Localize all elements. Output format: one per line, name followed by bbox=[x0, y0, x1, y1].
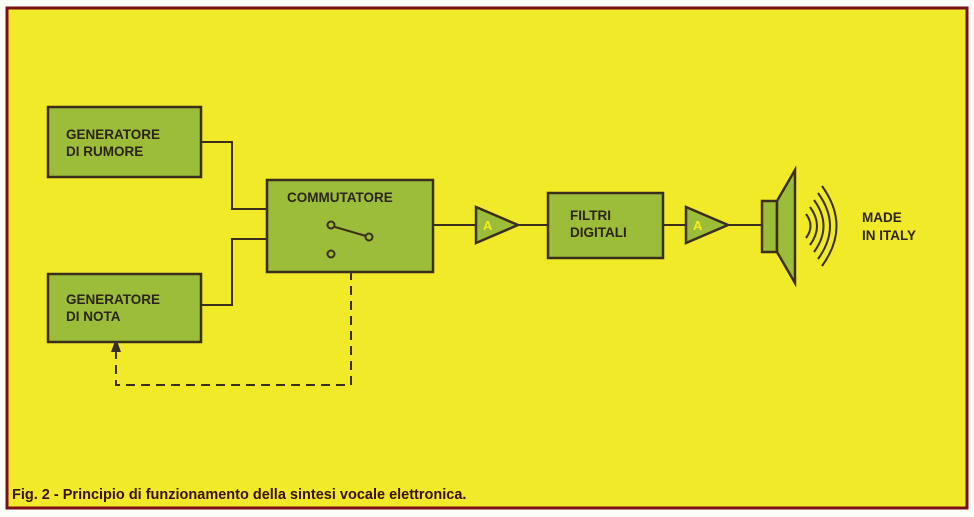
switch-label: COMMUTATORE bbox=[287, 190, 393, 205]
note-generator-block bbox=[46, 272, 203, 344]
switch-block bbox=[265, 178, 435, 274]
switch-pivot bbox=[364, 232, 374, 242]
switch-contact-bottom bbox=[326, 249, 336, 259]
digital-filters-label-line1: FILTRI bbox=[570, 208, 611, 223]
note-generator-label-line2: DI NOTA bbox=[66, 309, 121, 324]
sound-waves-icon bbox=[805, 185, 838, 267]
noise-generator-block bbox=[46, 105, 203, 179]
switch-contact-left bbox=[326, 220, 336, 230]
wire-feedback-dashed bbox=[115, 256, 352, 386]
loudspeaker-icon bbox=[760, 165, 797, 288]
noise-generator-label-line2: DI RUMORE bbox=[66, 144, 144, 159]
wire-note-to-switch bbox=[201, 238, 267, 306]
output-label-line1: MADE bbox=[862, 210, 902, 225]
diagram-panel bbox=[5, 6, 969, 510]
noise-generator-label-line1: GENERATORE bbox=[66, 127, 161, 142]
digital-filters-label-line2: DIGITALI bbox=[570, 225, 627, 240]
arrowhead-to-note-generator bbox=[111, 338, 121, 352]
switch-lever bbox=[334, 226, 367, 237]
amplifier-2-triangle bbox=[684, 205, 732, 245]
amplifier-1-triangle bbox=[474, 205, 522, 245]
wire-noise-to-switch bbox=[201, 141, 267, 210]
amplifier-2-label: A bbox=[693, 218, 703, 233]
output-label-line2: IN ITALY bbox=[862, 228, 917, 243]
amplifier-1-label: A bbox=[483, 218, 493, 233]
figure-caption: Fig. 2 - Principio di funzionamento dell… bbox=[12, 487, 467, 503]
digital-filters-block bbox=[546, 191, 665, 260]
switch-symbol bbox=[326, 220, 374, 259]
note-generator-label-line1: GENERATORE bbox=[66, 292, 161, 307]
